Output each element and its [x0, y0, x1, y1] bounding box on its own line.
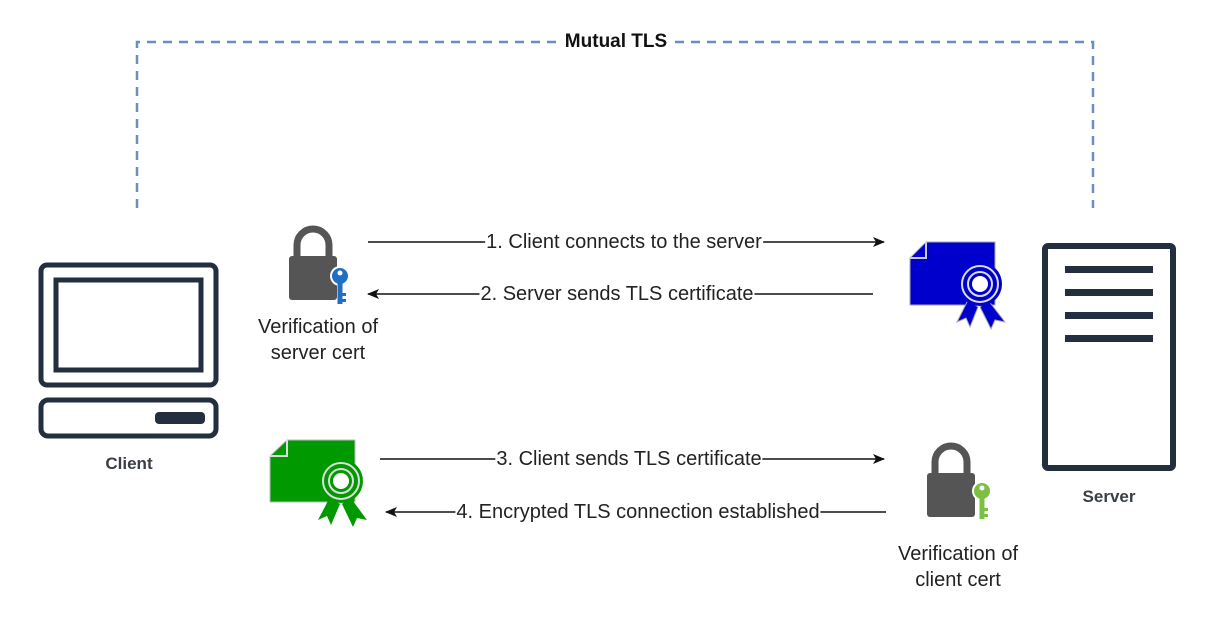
verification-server-cert-label: Verification of server cert [258, 314, 378, 366]
mutual-tls-boundary [135, 40, 1095, 208]
step-2-label: 2. Server sends TLS certificate [479, 283, 755, 305]
verification-server-cert-line2: server cert [270, 342, 366, 364]
client-computer-icon [38, 262, 219, 439]
verification-server-cert-line1: Verification of [257, 316, 379, 338]
step-3-label: 3. Client sends TLS certificate [495, 448, 763, 470]
verification-client-cert-line2: client cert [915, 569, 1001, 591]
padlock-green-key-icon [927, 442, 992, 519]
verification-client-cert-line1: Verification of [897, 543, 1019, 565]
step-4-label: 4. Encrypted TLS connection established [455, 501, 821, 523]
padlock-blue-key-icon [289, 225, 350, 304]
verification-client-cert-label: Verification of client cert [898, 541, 1018, 593]
server-tower-icon [1042, 243, 1176, 471]
step-1-label: 1. Client connects to the server [485, 231, 763, 253]
certificate-blue-icon [909, 241, 1007, 331]
certificate-green-icon [269, 439, 367, 527]
diagram-title: Mutual TLS [562, 31, 670, 53]
server-label: Server [1082, 486, 1136, 508]
client-label: Client [105, 453, 153, 475]
